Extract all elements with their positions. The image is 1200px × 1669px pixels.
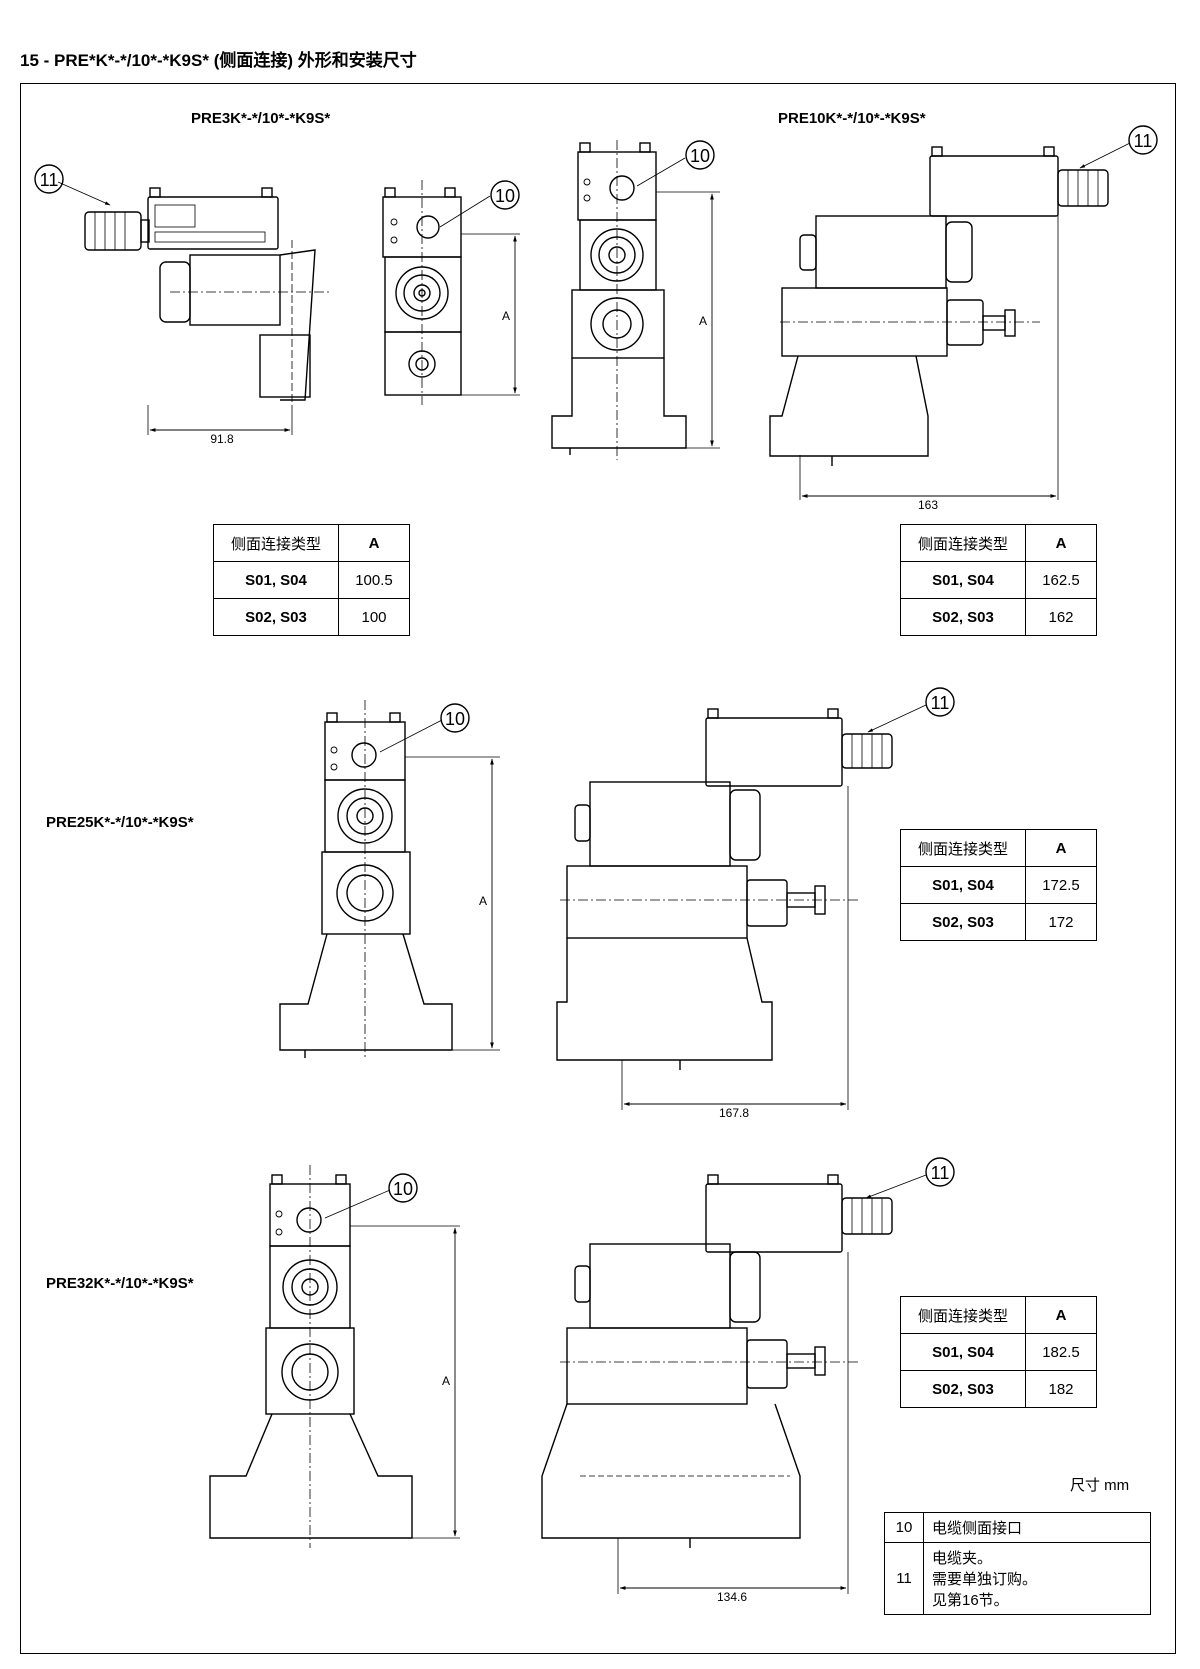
- pre25k-width-dim: 167.8: [719, 1106, 749, 1120]
- pre25k-callout-10: 10: [445, 709, 465, 729]
- table-cell: S02, S03: [900, 903, 1026, 941]
- pre25k-label: PRE25K*-*/10*-*K9S*: [46, 814, 194, 831]
- table-cell: 172.5: [1025, 866, 1097, 904]
- pre32k-dim-a: A: [442, 1374, 450, 1388]
- table-header-type: 侧面连接类型: [900, 524, 1026, 562]
- table-cell: S02, S03: [900, 1370, 1026, 1408]
- table-cell: S02, S03: [213, 598, 339, 636]
- unit-note: 尺寸 mm: [1070, 1477, 1130, 1494]
- pre10k-dim-a: A: [699, 314, 707, 328]
- drawing-frame: [20, 83, 1176, 1654]
- table-header-a: A: [1025, 1296, 1097, 1334]
- table-cell: 182.5: [1025, 1333, 1097, 1371]
- pre25k-callout-11: 11: [931, 693, 950, 713]
- table-cell: 100: [338, 598, 410, 636]
- table-header-a: A: [1025, 829, 1097, 867]
- pre3k-callout-10: 10: [495, 186, 515, 206]
- pre25k-side-view: [279, 700, 500, 1060]
- legend-text-line: 需要单独订购。: [932, 1571, 1038, 1588]
- pre3k-label: PRE3K*-*/10*-*K9S*: [191, 110, 331, 127]
- pre25k-front-view: [556, 687, 955, 1110]
- legend-text-line: 见第16节。: [932, 1592, 1009, 1609]
- table-header-type: 侧面连接类型: [900, 829, 1026, 867]
- pre32k-callout-10: 10: [393, 1179, 413, 1199]
- pre10k-side-view: [551, 140, 720, 460]
- table-header-type: 侧面连接类型: [213, 524, 339, 562]
- table-cell: S01, S04: [900, 1333, 1026, 1371]
- legend-text-line: 电缆夹。: [932, 1550, 993, 1567]
- legend-number: 10: [884, 1512, 924, 1543]
- pre32k-front-view: [541, 1157, 955, 1594]
- pre3k-dim-a: A: [502, 309, 510, 323]
- pre32k-side-view: [209, 1165, 460, 1548]
- pre32k-width-dim: 134.6: [717, 1590, 747, 1604]
- table-header-a: A: [338, 524, 410, 562]
- table-header-a: A: [1025, 524, 1097, 562]
- page-title: 15 - PRE*K*-*/10*-*K9S* (侧面连接) 外形和安装尺寸: [20, 51, 417, 70]
- pre10k-label: PRE10K*-*/10*-*K9S*: [778, 110, 926, 127]
- table-cell: 172: [1025, 903, 1097, 941]
- table-cell: S01, S04: [900, 561, 1026, 599]
- table-cell: 182: [1025, 1370, 1097, 1408]
- pre3k-width-dim: 91.8: [210, 432, 234, 446]
- table-cell: 100.5: [338, 561, 410, 599]
- table-cell: 162: [1025, 598, 1097, 636]
- pre3k-front-view: [34, 164, 330, 435]
- legend-table: 10 电缆侧面接口 11 电缆夹。 需要单独订购。 见第16节。: [884, 1512, 1151, 1615]
- table-header-type: 侧面连接类型: [900, 1296, 1026, 1334]
- pre10k-front-view: [769, 125, 1158, 500]
- legend-text-block: 电缆夹。 需要单独订购。 见第16节。: [923, 1542, 1151, 1615]
- pre32k-label: PRE32K*-*/10*-*K9S*: [46, 1275, 194, 1292]
- pre32k-callout-11: 11: [931, 1163, 950, 1183]
- legend-text: 电缆侧面接口: [923, 1512, 1151, 1543]
- table-cell: 162.5: [1025, 561, 1097, 599]
- pre10k-width-dim: 163: [918, 498, 938, 512]
- pre3k-callout-11: 11: [40, 170, 59, 190]
- legend-number: 11: [884, 1542, 924, 1615]
- table-cell: S02, S03: [900, 598, 1026, 636]
- pre3k-side-view: [382, 180, 520, 405]
- pre10k-side-callout-10: 10: [690, 146, 710, 166]
- pre10k-callout-11: 11: [1134, 131, 1153, 151]
- pre25k-dim-a: A: [479, 894, 487, 908]
- table-cell: S01, S04: [900, 866, 1026, 904]
- table-cell: S01, S04: [213, 561, 339, 599]
